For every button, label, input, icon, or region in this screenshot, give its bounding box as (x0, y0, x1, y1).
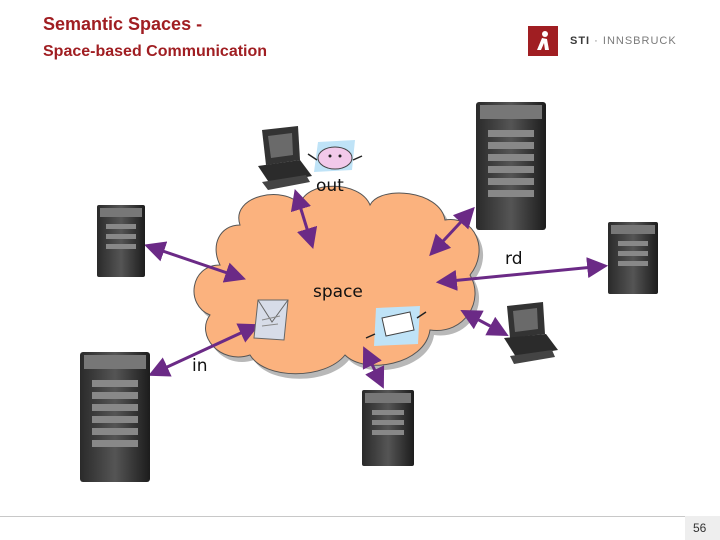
tuple-in-icon (253, 299, 289, 341)
sti-logo: STI · INNSBRUCK (528, 24, 677, 58)
server-right-icon (608, 222, 658, 294)
desktop-pc-bottom-right-icon (504, 302, 558, 364)
label-out: out (316, 176, 344, 196)
arrow-bottom-server (362, 346, 385, 389)
arrow-in (148, 323, 260, 377)
arrows (144, 188, 609, 389)
arrow-left-server (144, 241, 246, 283)
footer-divider (0, 516, 720, 517)
sti-logo-text: STI · INNSBRUCK (570, 35, 677, 47)
desktop-pc-top-icon (258, 126, 312, 190)
tuple-rd-icon (365, 306, 427, 346)
arrow-bottom-right-pc (460, 310, 509, 336)
logo-separator: · (590, 35, 603, 47)
arrow-rd (435, 257, 609, 291)
tuple-out-icon (307, 140, 363, 172)
label-rd: rd (505, 249, 522, 269)
logo-location: INNSBRUCK (602, 35, 677, 47)
footer-tab (685, 516, 720, 540)
server-top-right-icon (476, 102, 546, 230)
server-bottom-icon (362, 390, 414, 466)
slide-title: Semantic Spaces - (43, 14, 203, 34)
label-in: in (192, 356, 208, 376)
server-bottom-left-icon (80, 352, 150, 482)
server-left-icon (97, 205, 145, 277)
sti-logo-icon (528, 26, 558, 56)
arrow-top-right-server (429, 206, 475, 257)
slide-subtitle: Space-based Communication (43, 43, 268, 60)
label-space: space (313, 282, 363, 302)
arrow-out (290, 188, 318, 250)
page-number: 56 (693, 521, 707, 535)
logo-brand: STI (570, 35, 591, 47)
